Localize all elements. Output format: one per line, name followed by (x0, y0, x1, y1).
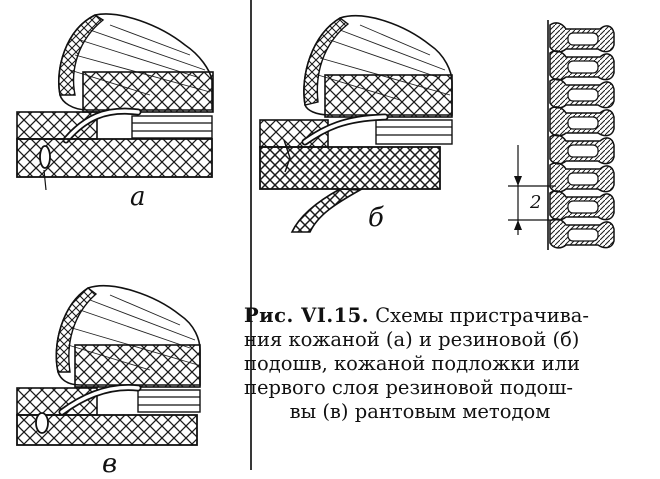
caption-line-4: первого слоя резиновой подош- (244, 376, 573, 399)
stitch-spacing-label: 2 (529, 192, 541, 213)
panel-a-drawing (16, 13, 214, 191)
figure-caption: Рис. VI.15. Схемы пристрачива- ния кожан… (244, 304, 636, 424)
panel-b-label: б (368, 203, 384, 233)
panel-a-label: а (130, 182, 146, 212)
caption-line-5: вы (в) рантовым методом (289, 400, 551, 423)
panel-b-drawing (259, 15, 453, 233)
stitch-cell-inner (567, 116, 599, 130)
stitch-cell-inner (567, 88, 599, 102)
stitch-cell-inner (567, 144, 599, 158)
stitch-cell-inner (567, 228, 599, 242)
stitch-detail-drawing (508, 20, 615, 250)
stitch-cell-inner (567, 32, 599, 46)
stitch-cell-inner (567, 200, 599, 214)
stitch-cell-inner (567, 172, 599, 186)
caption-line-2: ния кожаной (а) и резиновой (б) (244, 328, 580, 351)
caption-line-1: Схемы пристрачива- (375, 304, 589, 327)
panel-c-drawing (16, 285, 201, 446)
stitch-cell-inner (567, 60, 599, 74)
caption-line-3: подошв, кожаной подложки или (244, 352, 580, 375)
caption-figure-id: Рис. VI.15. (244, 304, 370, 327)
panel-c-label: в (102, 449, 117, 479)
